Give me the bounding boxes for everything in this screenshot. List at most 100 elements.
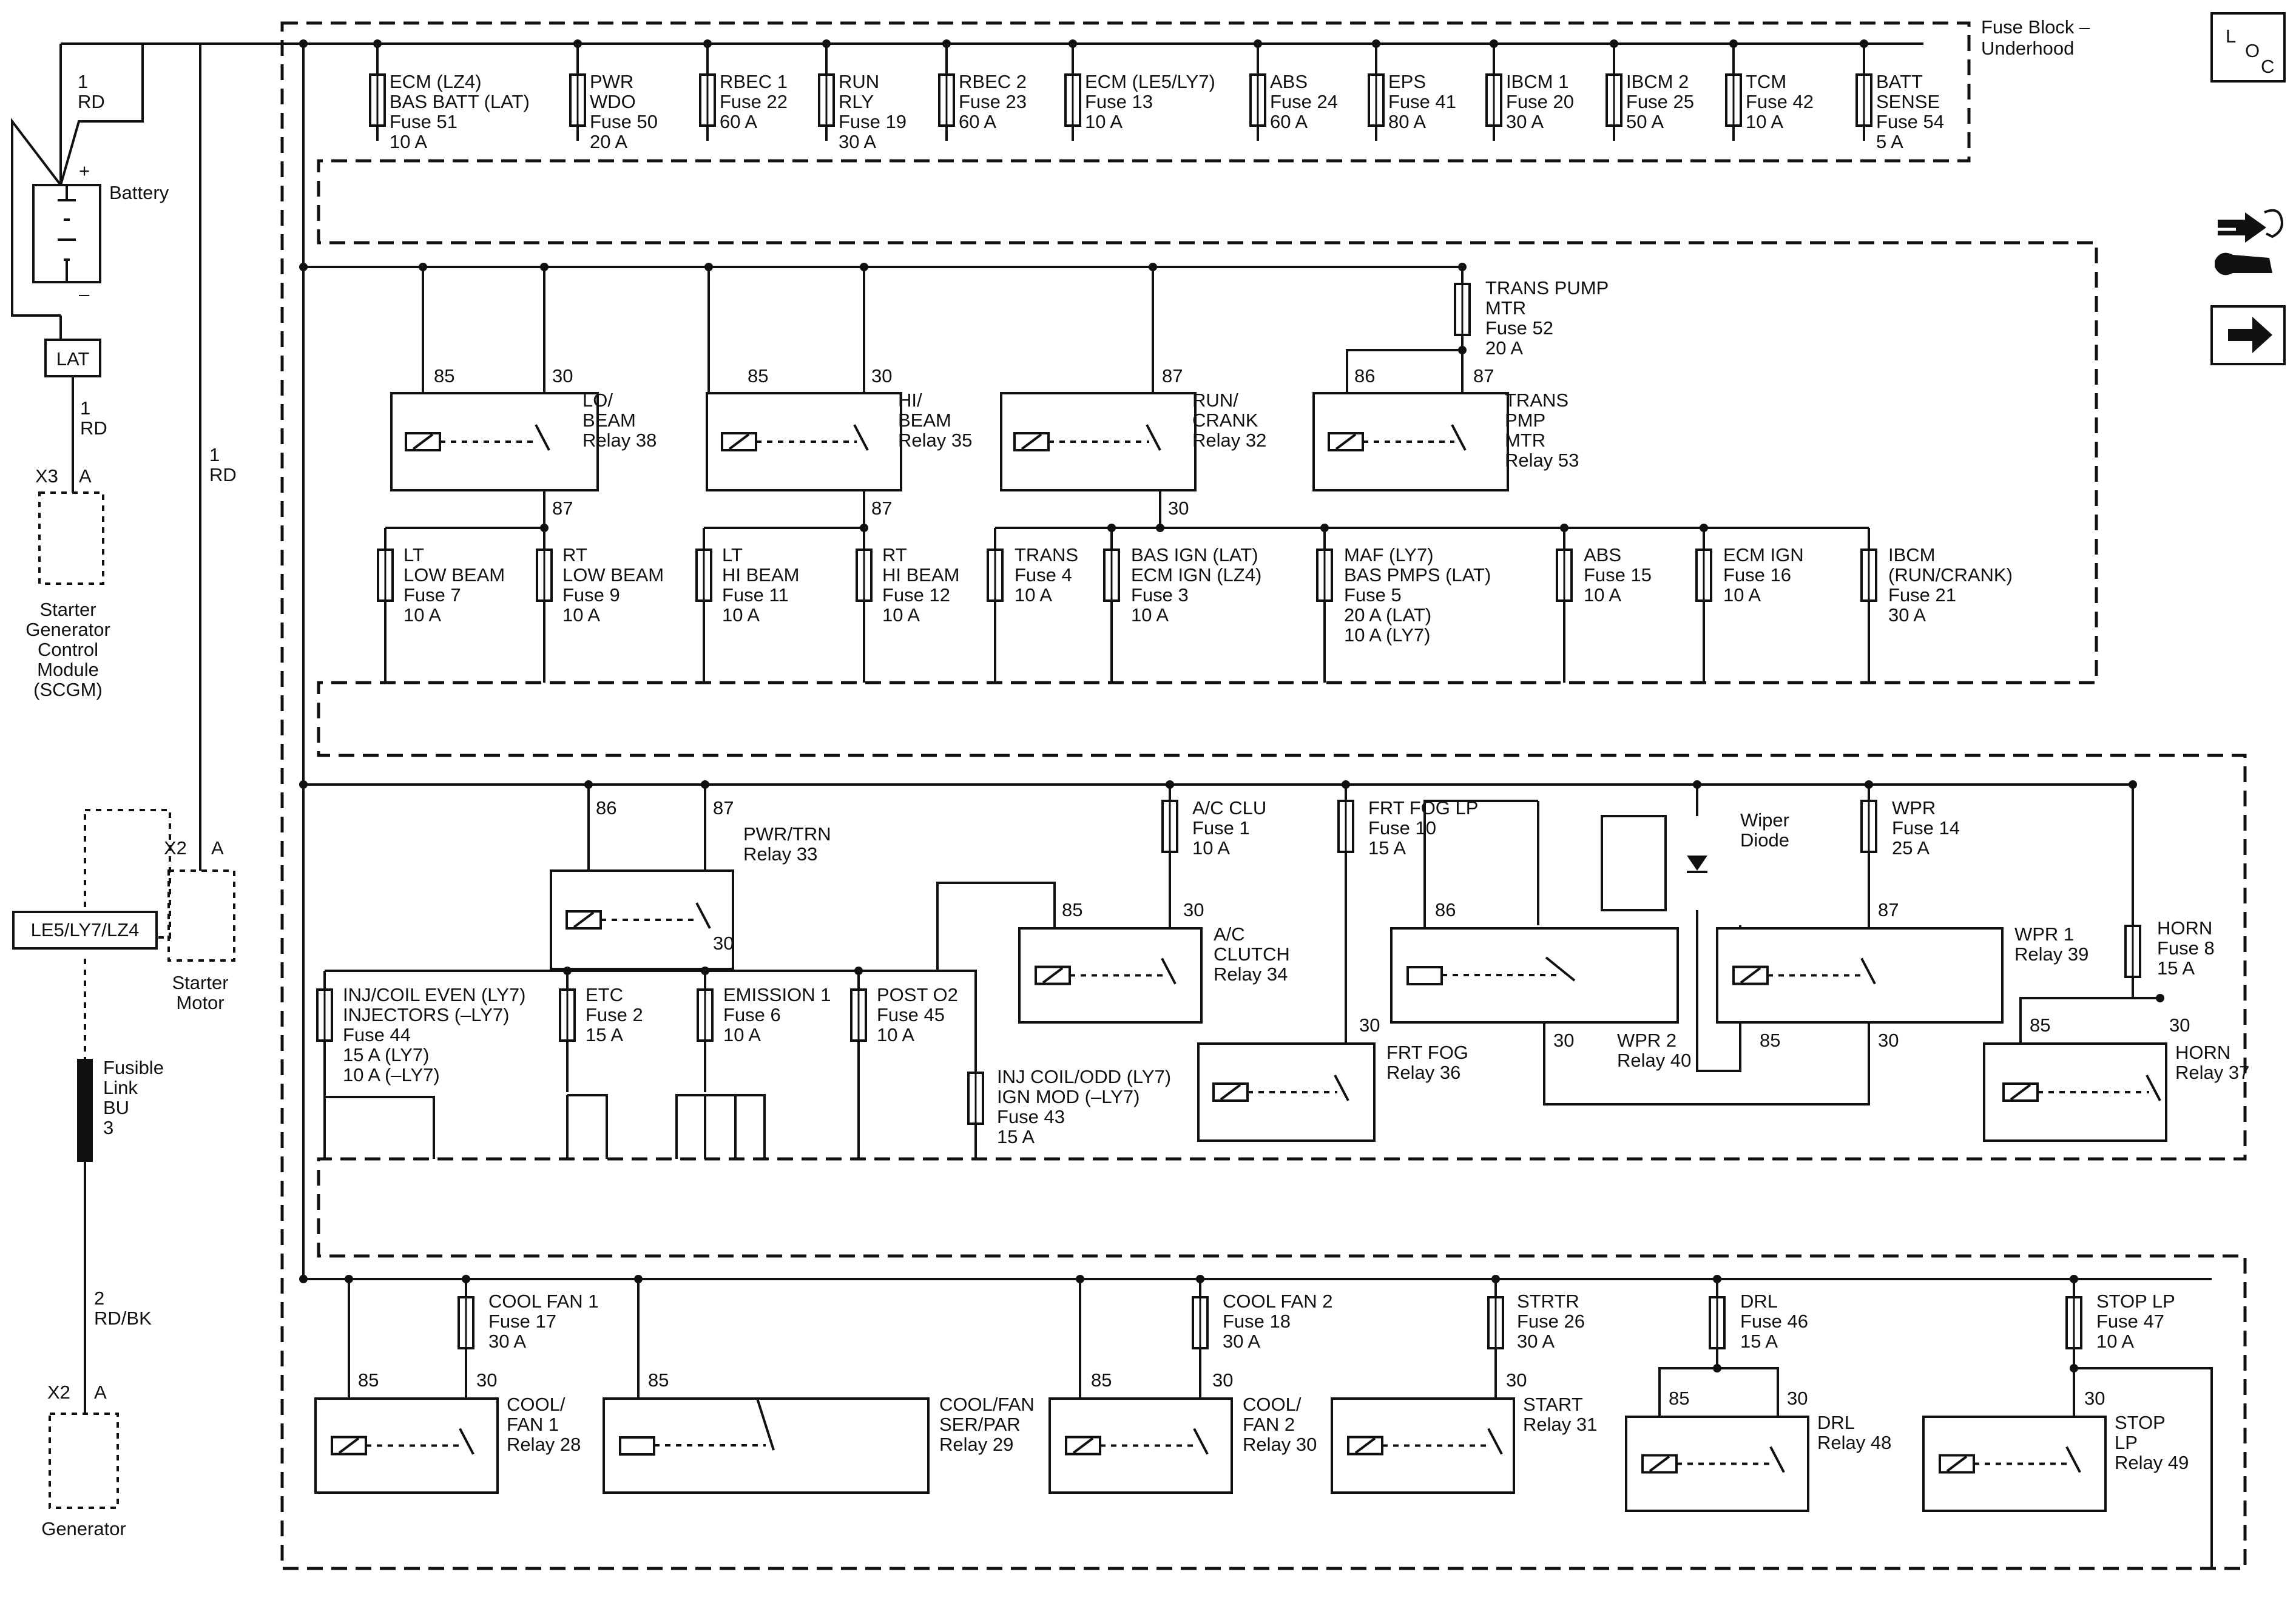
frt-fog-label-1: FRT FOG: [1386, 1042, 1468, 1063]
wpr2-label-2: Relay 40: [1617, 1050, 1691, 1071]
fusible-link: [77, 1059, 93, 1162]
pin-85: 85: [1760, 1030, 1780, 1051]
pin-85: 85: [434, 365, 454, 387]
wpr2-switch: [1545, 956, 1576, 982]
scgm-name-4: Module: [37, 659, 99, 680]
hi-beam-label-1: HI/: [898, 390, 922, 411]
lo-beam-relay-coil-mark: [412, 433, 434, 450]
top-fuse-2-text-4: 20 A: [590, 131, 627, 152]
trans-pmp-label-2: PMP: [1505, 410, 1545, 431]
top-fuse-1-text-1: ECM (LZ4): [390, 71, 482, 92]
cool-fan1-label-3: Relay 28: [507, 1434, 581, 1455]
lo-beam-label-3: Relay 38: [582, 430, 657, 451]
pwr-trn-relay-switch: [695, 902, 711, 929]
lo-beam-relay-switch: [535, 424, 550, 451]
run-crank-relay-switch: [1146, 424, 1161, 451]
top-fuse-9-text-3: 30 A: [1506, 111, 1544, 132]
cool-fan1-relay-switch: [459, 1428, 474, 1455]
splice-dot: [1156, 524, 1164, 532]
splice-dot: [299, 780, 308, 789]
fuse-strtr-text-2: Fuse 26: [1517, 1311, 1585, 1332]
fuse-inj-odd-text-2: IGN MOD (–LY7): [997, 1086, 1140, 1107]
cool-fan2-label-2: FAN 2: [1243, 1414, 1295, 1435]
gen-wire-num: 2: [94, 1288, 104, 1309]
top-fuse-1-text-3: Fuse 51: [390, 111, 458, 132]
fuse-abs15-text-3: 10 A: [1584, 584, 1621, 606]
loc-letter-o: O: [2245, 40, 2260, 61]
fuse-cool-fan2-text-3: 30 A: [1223, 1331, 1260, 1352]
generator-label: Generator: [41, 1518, 126, 1539]
horn-coil-feed: [2019, 997, 2160, 1044]
fuse-block-title-1: Fuse Block –: [1981, 16, 2090, 38]
cool-fan2-label-3: Relay 30: [1243, 1434, 1317, 1455]
repair-tools-icon[interactable]: [2215, 209, 2283, 275]
fuse-lt_hi-text-4: 10 A: [722, 604, 760, 626]
top-fuse-12-text-2: SENSE: [1876, 91, 1940, 112]
top-fuse-9-text-1: IBCM 1: [1506, 71, 1568, 92]
wpr2-output: [1543, 1022, 1870, 1106]
fuse-inj_even-text-1: INJ/COIL EVEN (LY7): [343, 984, 525, 1005]
fuse-rt_hi-text-2: HI BEAM: [882, 564, 959, 586]
pin-85: 85: [1669, 1388, 1689, 1409]
trans-pump-coil-feed: [1346, 349, 1462, 393]
cool-fan1-relay-coil-mark: [338, 1437, 360, 1454]
start-label-2: Relay 31: [1523, 1414, 1597, 1435]
pin-30: 30: [1359, 1014, 1380, 1036]
scgm-name-5: (SCGM): [33, 679, 103, 700]
scgm-pin: A: [79, 465, 92, 487]
splice-dot: [540, 524, 549, 532]
next-arrow-icon[interactable]: [2210, 305, 2286, 365]
cool-fan-ser-coil: [619, 1436, 655, 1456]
fuse-drl-text-3: 15 A: [1740, 1331, 1778, 1352]
top-fuse-7-text-2: Fuse 24: [1270, 91, 1338, 112]
pin-87: 87: [713, 797, 734, 819]
trans-pump-fuse-text-3: Fuse 52: [1485, 317, 1553, 339]
loc-letter-c: C: [2261, 56, 2274, 77]
gen-wire-color: RD/BK: [94, 1308, 152, 1329]
loc-icon[interactable]: L O C: [2210, 12, 2286, 83]
top-fuse-12-text-4: 5 A: [1876, 131, 1903, 152]
generator-circuit: Fusible Link BU 3 2 RD/BK X2 A Generator: [41, 959, 164, 1539]
splice-dot: [854, 967, 863, 975]
fuse-strtr-text-1: STRTR: [1517, 1291, 1579, 1312]
fuse-maf-text-1: MAF (LY7): [1344, 544, 1434, 565]
stop-lp-label-2: LP: [2115, 1432, 2138, 1453]
pin-85: 85: [1062, 899, 1082, 920]
top-fuse-3-text-2: Fuse 22: [720, 91, 788, 112]
fuse-maf-text-3: Fuse 5: [1344, 584, 1402, 606]
fuse-maf-text-2: BAS PMPS (LAT): [1344, 564, 1491, 586]
cool-fan-ser-label-2: SER/PAR: [939, 1414, 1021, 1435]
top-fuse-2-text-1: PWR: [590, 71, 633, 92]
starter-connector: X2: [164, 837, 187, 859]
pwr-trn-label-1: PWR/TRN: [743, 823, 831, 845]
fuse-bas_ign-text-1: BAS IGN (LAT): [1131, 544, 1258, 565]
fuse-stop-lp-text-3: 10 A: [2096, 1331, 2134, 1352]
generator-connector: X2: [47, 1382, 70, 1403]
battery-wire-num: 1: [78, 71, 88, 92]
drl-relay-switch: [1769, 1446, 1785, 1473]
fuse-emission-text-1: EMISSION 1: [723, 984, 831, 1005]
fusible-link-2: Link: [103, 1077, 138, 1098]
horn-relay-switch: [2146, 1075, 2161, 1101]
ac-clutch-label-2: CLUTCH: [1214, 944, 1290, 965]
hi-beam-relay-coil-mark: [728, 433, 750, 450]
fuse-post_o2-text-3: 10 A: [877, 1024, 914, 1045]
fuse-wpr-text-1: WPR: [1892, 797, 1936, 819]
fuse-lt_low-text-1: LT: [403, 544, 424, 565]
fuse-etc-text-2: Fuse 2: [586, 1004, 643, 1025]
fuse-inj-odd-text-4: 15 A: [997, 1126, 1035, 1147]
wpr1-label-1: WPR 1: [2014, 923, 2074, 945]
engine-variant-label: LE5/LY7/LZ4: [31, 919, 140, 940]
drl-relay-coil-mark: [1649, 1455, 1670, 1473]
fuse-stop-lp-text-2: Fuse 47: [2096, 1311, 2164, 1332]
pin-30: 30: [2169, 1014, 2190, 1036]
top-fuse-10-text-1: IBCM 2: [1626, 71, 1689, 92]
fuse-rt_hi-text-4: 10 A: [882, 604, 920, 626]
lo-beam-label-2: BEAM: [582, 410, 636, 431]
pin-87: 87: [1878, 899, 1899, 920]
fuse-inj-odd-text-1: INJ COIL/ODD (LY7): [997, 1066, 1171, 1087]
fuse-cool-fan2-text-2: Fuse 18: [1223, 1311, 1291, 1332]
hi-beam-label-3: Relay 35: [898, 430, 972, 451]
cool-fan1-relay-box: [314, 1397, 499, 1494]
